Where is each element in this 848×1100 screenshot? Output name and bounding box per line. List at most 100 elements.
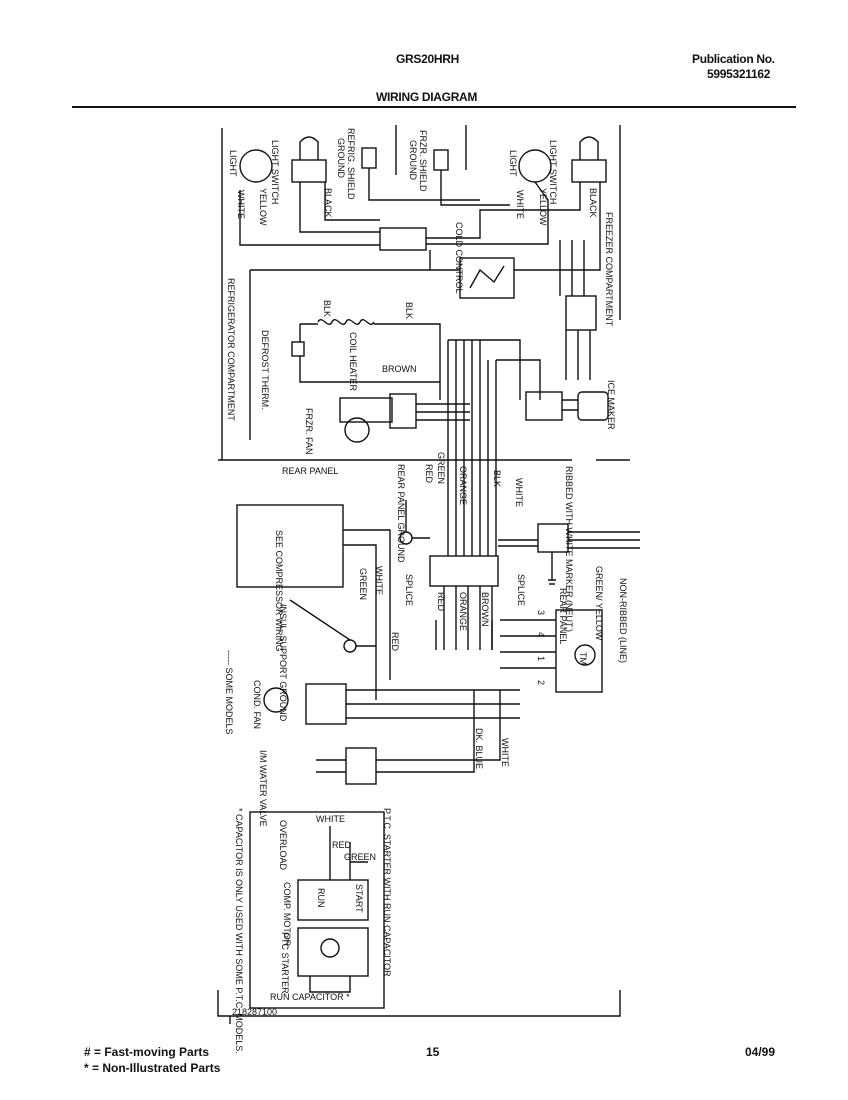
cond-fan-connector (305, 683, 347, 725)
coil-heater-label: COIL HEATER (348, 332, 358, 392)
legend-non-illustrated: * = Non-Illustrated Parts (84, 1061, 221, 1075)
red-rear-label: RED (436, 592, 446, 612)
cold-control (459, 257, 515, 299)
non-ribbed-label: NON-RIBBED (LINE) (618, 578, 628, 663)
publication-date: 04/99 (745, 1045, 776, 1059)
diagram-title: WIRING DIAGRAM (376, 90, 478, 104)
splice-left-label: SPLICE (404, 574, 414, 606)
ice-maker (577, 391, 609, 421)
ptc-upper-block (297, 879, 369, 921)
yellow-left-label: YELLOW (258, 188, 268, 226)
rear-panel-label: REAR PANEL (282, 466, 338, 476)
left-light (239, 149, 273, 183)
ice-maker-label: ICE MAKER (606, 380, 616, 430)
timer (555, 609, 603, 693)
blk-left-label: BLK (322, 300, 332, 317)
ptc-starter-inset (249, 811, 385, 1009)
capacitor-note-label: * CAPACITOR IS ONLY USED WITH SOME P.T.C… (234, 808, 244, 1054)
power-connector (537, 523, 569, 553)
model-number: GRS20HRH (396, 52, 459, 66)
left-light-switch (291, 159, 327, 183)
white-comp-label: WHITE (374, 566, 384, 595)
ptc-lower-block (297, 927, 369, 977)
insul-support-label: INSUL. SUPPORT GROUND (278, 604, 288, 722)
right-light-switch (571, 159, 607, 183)
terminal-2-label: 2 (536, 680, 546, 685)
condenser-fan (263, 687, 289, 713)
orange-harness-label: ORANGE (458, 466, 468, 505)
some-models-label: ----- SOME MODELS (224, 650, 234, 735)
ptc-white-label: WHITE (316, 814, 345, 824)
publication-label: Publication No. (692, 52, 775, 66)
cold-control-label: COLD CONTROL (454, 222, 464, 294)
terminal-1-label: 1 (536, 656, 546, 661)
green-comp-label: GREEN (358, 568, 368, 600)
refrig-ground-label: GROUND (336, 138, 346, 178)
brown-rear-label: BROWN (480, 592, 490, 627)
compressor-wiring-box (236, 504, 344, 588)
legend-fast-moving: # = Fast-moving Parts (84, 1045, 210, 1059)
rear-panel-ground-label: REAR PANEL GROUND (396, 464, 406, 563)
diagram-number-label: 218287100 (232, 1007, 277, 1017)
run-capacitor-label: RUN CAPACITOR * (270, 992, 350, 1002)
run-label: RUN (316, 888, 326, 908)
frzr-shield-label: FRZR. SHIELD (418, 130, 428, 192)
ptc-starter-label: PTC STARTER (280, 932, 290, 994)
ice-maker-connector (525, 391, 563, 421)
dk-blue-label: DK. BLUE (474, 728, 484, 769)
white-valve-label: WHITE (500, 738, 510, 767)
refrig-shield-label: REFRIG. SHIELD (346, 128, 356, 200)
defrost-therm (291, 341, 305, 357)
refrigerator-compartment-label: REFRIGERATOR COMPARTMENT (226, 278, 236, 421)
blk-right-label: BLK (404, 302, 414, 319)
brown-upper-label: BROWN (382, 364, 417, 374)
green-yellow-label: GREEN/ YELLOW (594, 566, 604, 641)
yellow-right-label: YELLOW (538, 188, 548, 226)
terminal-3-label: 3 (536, 610, 546, 615)
header-rule (72, 106, 796, 108)
defrost-therm-label: DEFROST THERM. (260, 330, 270, 410)
black-left-label: BLACK (323, 188, 333, 218)
water-valve (345, 747, 377, 785)
white-right-label: WHITE (515, 190, 525, 219)
top-connector (379, 227, 427, 251)
publication-number: 5995321162 (707, 67, 771, 81)
ptc-green-label: GREEN (344, 852, 376, 862)
freezer-compartment-label: FREEZER COMPARTMENT (604, 212, 614, 327)
tm-label: TM (578, 652, 588, 665)
terminal-4-label: 4 (536, 632, 546, 637)
rear-panel-short-label: REAR PANEL (558, 588, 568, 644)
light-switch-right-label: LIGHT SWITCH (548, 140, 558, 204)
page-number: 15 (426, 1045, 440, 1059)
orange-rear-label: ORANGE (458, 592, 468, 631)
ribbed-marker-label: RIBBED WITH WHITE MARKER (NEUT.) (564, 466, 574, 632)
see-compressor-label: SEE COMPRESSOR WIRING (274, 530, 284, 652)
green-harness-label: GREEN (436, 452, 446, 484)
white-harness-label: WHITE (514, 478, 524, 507)
frzr-ground-label: GROUND (408, 140, 418, 180)
coil-heater (317, 319, 375, 325)
frzr-fan-label: FRZR. FAN (304, 408, 314, 455)
red-harness-label: RED (424, 464, 434, 484)
white-left-label: WHITE (236, 190, 246, 219)
ptc-red-label: RED (332, 840, 352, 850)
overload-label: OVERLOAD (278, 820, 288, 871)
splice-right-label: SPLICE (516, 574, 526, 606)
start-label: START (354, 884, 364, 913)
cond-fan-label: COND. FAN (252, 680, 262, 729)
light-right-label: LIGHT (508, 150, 518, 177)
freezer-fan (344, 417, 370, 443)
freezer-connector (565, 295, 597, 331)
comp-motor-label: COMP. MOTOR (282, 882, 292, 947)
ptc-title-label: P.T.C. STARTER WITH RUN CAPACITOR (382, 808, 392, 977)
light-switch-left-label: LIGHT SWITCH (270, 140, 280, 204)
light-left-label: LIGHT (228, 150, 238, 177)
right-light (518, 149, 552, 183)
black-right-label: BLACK (588, 188, 598, 218)
fan-connector (389, 393, 417, 429)
blk-harness-label: BLK (492, 470, 502, 487)
red-comp-label: RED (390, 632, 400, 652)
water-valve-label: I/M WATER VALVE (258, 750, 268, 827)
rear-harness-block (429, 555, 499, 587)
